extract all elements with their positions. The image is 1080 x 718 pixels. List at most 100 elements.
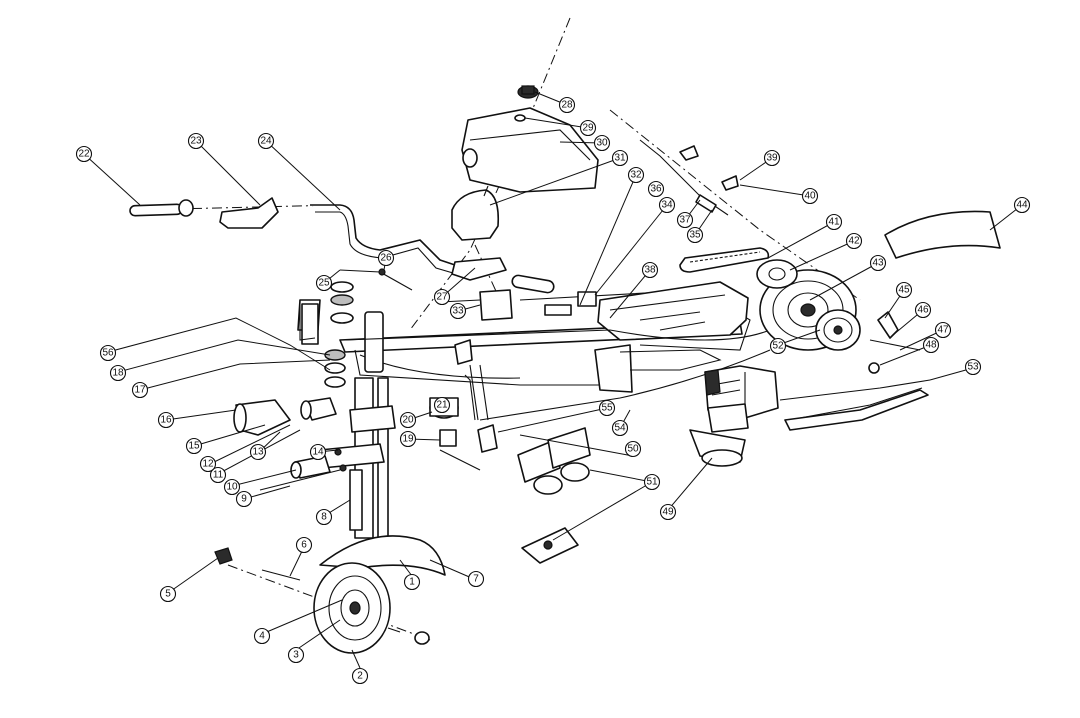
callout-53: 53 [964,358,982,376]
callout-32: 32 [627,166,645,184]
svg-text:46: 46 [917,305,929,316]
front-fork [319,311,396,539]
callout-21: 21 [433,396,451,414]
svg-text:51: 51 [646,477,658,488]
brake-parts [639,139,921,374]
side-panel [299,300,316,341]
callout-49: 49 [659,503,677,521]
seat-parts [301,289,597,345]
callouts: 1 2 3 4 5 6 7 8 9 10 11 12 13 14 15 16 1… [75,96,1031,685]
callout-42: 42 [845,232,863,250]
footpeg-blocks [454,339,591,564]
rear-fender [884,210,1001,259]
handlebar [129,197,555,294]
svg-text:40: 40 [804,191,816,202]
svg-text:47: 47 [937,325,949,336]
svg-text:50: 50 [627,444,639,455]
callout-40: 40 [801,187,819,205]
svg-text:34: 34 [661,200,673,211]
callout-36: 36 [647,180,665,198]
svg-text:3: 3 [293,650,299,661]
svg-text:12: 12 [202,459,214,470]
callout-9: 9 [235,490,253,508]
svg-text:45: 45 [898,285,910,296]
svg-text:20: 20 [402,415,414,426]
svg-text:24: 24 [260,136,272,147]
svg-text:35: 35 [689,230,701,241]
callout-44: 44 [1013,196,1031,214]
svg-text:37: 37 [679,215,691,226]
svg-text:4: 4 [259,631,265,642]
callout-55: 55 [598,399,616,417]
svg-text:26: 26 [380,253,392,264]
callout-13: 13 [249,443,267,461]
svg-text:49: 49 [662,507,674,518]
svg-text:33: 33 [452,306,464,317]
svg-text:21: 21 [436,400,448,411]
callout-3: 3 [287,646,305,664]
callout-8: 8 [315,508,333,526]
svg-text:13: 13 [252,447,264,458]
svg-text:52: 52 [772,341,784,352]
callout-34: 34 [658,196,676,214]
svg-text:10: 10 [226,482,238,493]
callout-5: 5 [159,585,177,603]
callout-10: 10 [223,478,241,496]
callout-11: 11 [209,466,227,484]
fuel-tank [451,85,599,241]
callout-19: 19 [399,430,417,448]
callout-16: 16 [157,411,175,429]
callout-48: 48 [922,336,940,354]
svg-text:32: 32 [630,170,642,181]
svg-text:22: 22 [78,149,90,160]
callout-23: 23 [187,132,205,150]
svg-text:30: 30 [596,138,608,149]
svg-text:17: 17 [134,385,146,396]
svg-text:28: 28 [561,100,573,111]
callout-25: 25 [315,274,333,292]
svg-text:55: 55 [601,403,613,414]
svg-text:16: 16 [160,415,172,426]
engine [689,365,931,467]
svg-text:38: 38 [644,265,656,276]
svg-text:36: 36 [650,184,662,195]
rear-wheel [756,259,861,351]
svg-text:14: 14 [312,447,324,458]
callout-45: 45 [895,281,913,299]
callout-39: 39 [763,149,781,167]
callout-31: 31 [611,149,629,167]
callout-24: 24 [257,132,275,150]
svg-text:25: 25 [318,278,330,289]
front-wheel [214,535,446,654]
svg-text:48: 48 [925,340,937,351]
svg-text:53: 53 [967,362,979,373]
callout-17: 17 [131,381,149,399]
callout-6: 6 [295,536,313,554]
svg-text:7: 7 [473,574,479,585]
svg-text:8: 8 [321,512,327,523]
svg-text:39: 39 [766,153,778,164]
svg-text:9: 9 [241,494,247,505]
callout-20: 20 [399,411,417,429]
svg-text:23: 23 [190,136,202,147]
callout-41: 41 [825,213,843,231]
callout-26: 26 [377,249,395,267]
callout-1: 1 [403,573,421,591]
svg-text:15: 15 [188,441,200,452]
callout-51: 51 [643,473,661,491]
svg-text:29: 29 [582,123,594,134]
callout-22: 22 [75,145,93,163]
svg-text:31: 31 [614,153,626,164]
callout-29: 29 [579,119,597,137]
svg-text:2: 2 [357,671,363,682]
callout-7: 7 [467,570,485,588]
callout-14: 14 [309,443,327,461]
main-frame [339,281,751,421]
drive-chain [344,247,771,421]
svg-text:54: 54 [614,423,626,434]
callout-56: 56 [99,344,117,362]
callout-18: 18 [109,364,127,382]
callout-35: 35 [686,226,704,244]
callout-2: 2 [351,667,369,685]
